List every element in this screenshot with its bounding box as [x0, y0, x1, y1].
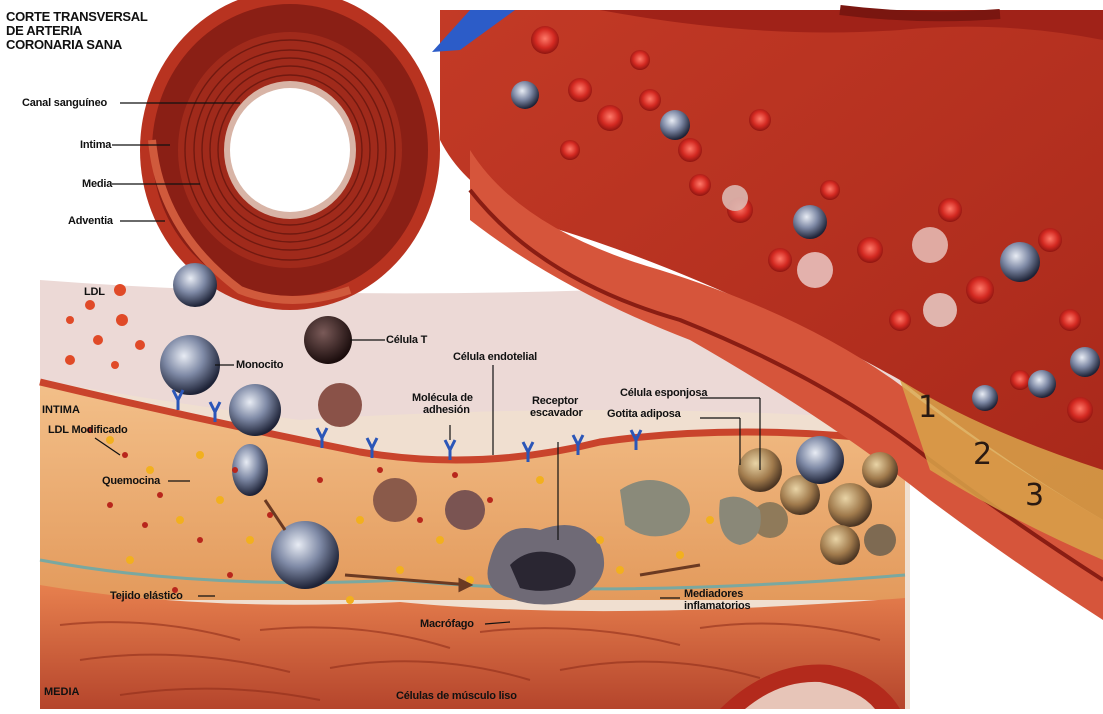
label-mediadores-line-2: inflamatorios	[684, 600, 750, 612]
label-gotita-adiposa: Gotita adiposa	[607, 408, 681, 420]
label-ldl-modificado: LDL Modificado	[48, 424, 128, 436]
stage-number-2: 2	[973, 437, 992, 472]
artery-cross-section	[140, 0, 440, 310]
label-mediadores-line-1: Mediadores	[684, 588, 750, 600]
label-intima: Intima	[80, 139, 111, 151]
label-celula-esponjosa: Célula esponjosa	[620, 387, 707, 399]
label-mediadores-inflamatorios: Mediadores inflamatorios	[684, 588, 750, 612]
label-receptor-line-2: escavador	[530, 407, 583, 419]
label-celula-endotelial: Célula endotelial	[453, 351, 537, 363]
label-intima-section: INTIMA	[42, 404, 80, 416]
label-media-section: MEDIA	[44, 686, 79, 698]
title-line-2: DE ARTERIA	[6, 24, 148, 38]
label-ldl: LDL	[84, 286, 105, 298]
stage-number-1: 1	[918, 390, 937, 425]
label-molecula-line-2: adhesión	[412, 404, 473, 416]
label-musculo-liso: Células de músculo liso	[396, 690, 517, 702]
label-receptor-escavador: Receptor escavador	[530, 395, 583, 419]
label-molecula-line-1: Molécula de	[412, 392, 473, 404]
title-line-3: CORONARIA SANA	[6, 38, 148, 52]
label-receptor-line-1: Receptor	[530, 395, 583, 407]
label-canal-sanguineo: Canal sanguíneo	[22, 97, 107, 109]
label-molecula-adhesion: Molécula de adhesión	[412, 392, 473, 416]
label-celula-t: Célula T	[386, 334, 427, 346]
stage-number-3: 3	[1025, 478, 1044, 513]
diagram-title: CORTE TRANSVERSAL DE ARTERIA CORONARIA S…	[6, 10, 148, 52]
label-media: Media	[82, 178, 112, 190]
title-line-1: CORTE TRANSVERSAL	[6, 10, 148, 24]
label-monocito: Monocito	[236, 359, 283, 371]
macrophage	[488, 525, 605, 605]
label-adventia: Adventia	[68, 215, 113, 227]
label-macrofago: Macrófago	[420, 618, 474, 630]
label-tejido-elastico: Tejido elástico	[110, 590, 183, 602]
label-quemocina: Quemocina	[102, 475, 160, 487]
